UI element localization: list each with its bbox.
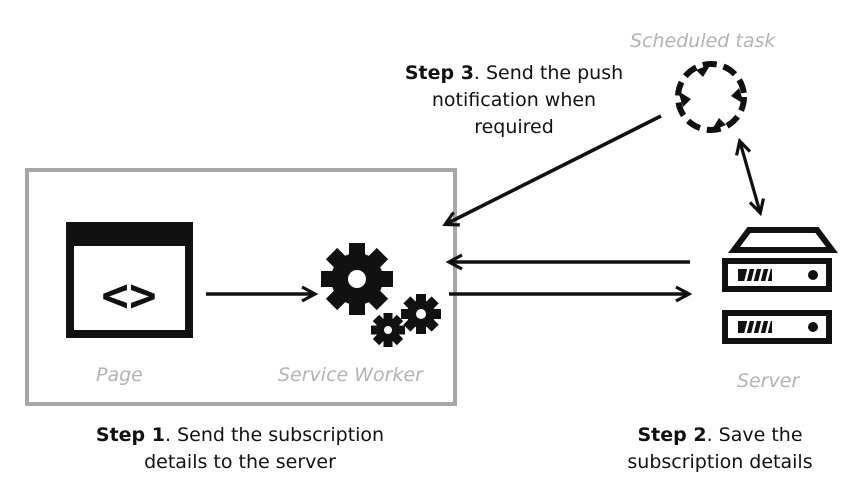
step-3-line-3: required <box>474 116 554 138</box>
step-2-text: . Save the <box>706 424 803 446</box>
client-frame <box>25 168 457 406</box>
code-icon: <> <box>101 268 156 322</box>
step-1-caption: Step 1. Send the subscription details to… <box>40 422 440 476</box>
step-1-title: Step 1 <box>95 424 165 446</box>
service-worker-label: Service Worker <box>278 364 423 386</box>
server-icon <box>722 227 838 344</box>
step-2-caption: Step 2. Save the subscription details <box>604 422 836 476</box>
step-3-line-2: notification when <box>431 89 597 111</box>
browser-window-icon: <> <box>66 222 193 338</box>
step-1-text: . Send the subscription <box>165 424 385 446</box>
step-3-title: Step 3 <box>404 62 474 84</box>
step-2-title: Step 2 <box>637 424 707 446</box>
gears-icon <box>321 243 441 347</box>
arrow-scheduled-task-to-service-worker <box>446 114 662 224</box>
step-1-line-2: details to the server <box>144 451 336 473</box>
server-label: Server <box>737 370 800 392</box>
page-label: Page <box>96 364 143 386</box>
step-2-line-2: subscription details <box>627 451 813 473</box>
arrow-cycle-server <box>740 142 760 212</box>
step-3-text: . Send the push <box>473 62 624 84</box>
cycle-icon <box>675 61 747 133</box>
scheduled-task-label: Scheduled task <box>630 30 776 52</box>
step-3-caption: Step 3. Send the push notification when … <box>372 60 656 141</box>
